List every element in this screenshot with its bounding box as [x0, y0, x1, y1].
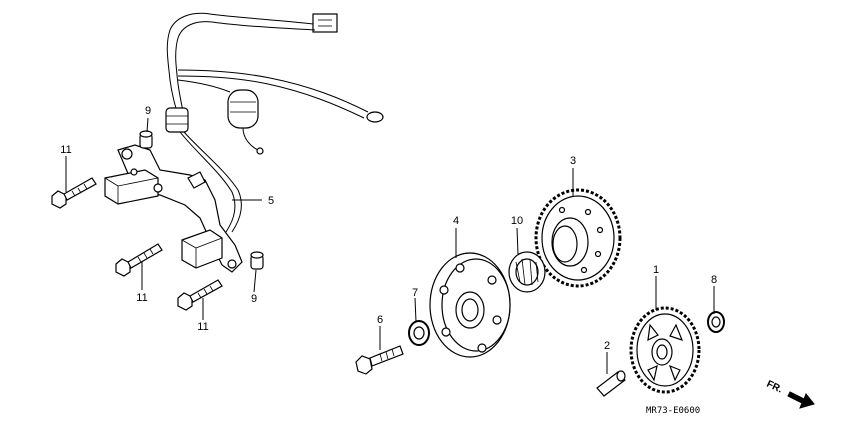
washer-8	[707, 311, 725, 333]
pulse-generator-assembly	[104, 12, 384, 273]
callout-11-middle: 11	[136, 292, 147, 304]
wire-harness	[166, 12, 314, 116]
bolt-11-middle	[115, 243, 163, 277]
wire-terminal	[366, 111, 384, 123]
callout-7: 7	[412, 287, 418, 299]
callout-11-lower: 11	[197, 321, 208, 333]
bracket-plate	[117, 144, 243, 273]
callout-4: 4	[453, 215, 459, 227]
collar-9-upper	[139, 130, 153, 149]
shaft-2	[596, 370, 626, 397]
direction-label: FR.	[765, 379, 784, 396]
callout-labels: 9 11 5 11 11 9 3 4 10 7 6 1 8 2	[60, 105, 717, 352]
bolt-11-lower	[177, 279, 223, 311]
callout-5: 5	[268, 195, 274, 207]
callout-10: 10	[511, 215, 523, 227]
callout-6: 6	[377, 314, 383, 326]
callout-9-lower: 9	[251, 293, 257, 305]
callout-3: 3	[570, 155, 576, 167]
collar-9-lower	[250, 251, 264, 270]
harness-connector	[312, 13, 338, 33]
callout-8: 8	[711, 274, 717, 286]
front-arrow-icon	[787, 391, 815, 409]
callout-1: 1	[653, 264, 659, 276]
washer-7	[408, 320, 430, 346]
callout-11-left: 11	[60, 144, 71, 156]
bearing-10	[508, 251, 546, 293]
front-direction-indicator: FR.	[765, 379, 815, 409]
bolt-6	[355, 345, 404, 375]
diagram-code: MR73-E0600	[646, 406, 700, 416]
leader-lines	[65, 117, 715, 374]
clutch-housing-4	[429, 252, 511, 358]
bolt-11-left	[51, 177, 97, 209]
gear-1	[629, 306, 701, 394]
rubber-boot	[227, 89, 259, 129]
upper-sensor	[104, 169, 159, 205]
lower-sensor	[181, 229, 223, 269]
callout-9-upper: 9	[145, 105, 151, 117]
harness-grommet	[165, 107, 189, 133]
gear-3	[534, 188, 622, 288]
callout-2: 2	[604, 340, 610, 352]
